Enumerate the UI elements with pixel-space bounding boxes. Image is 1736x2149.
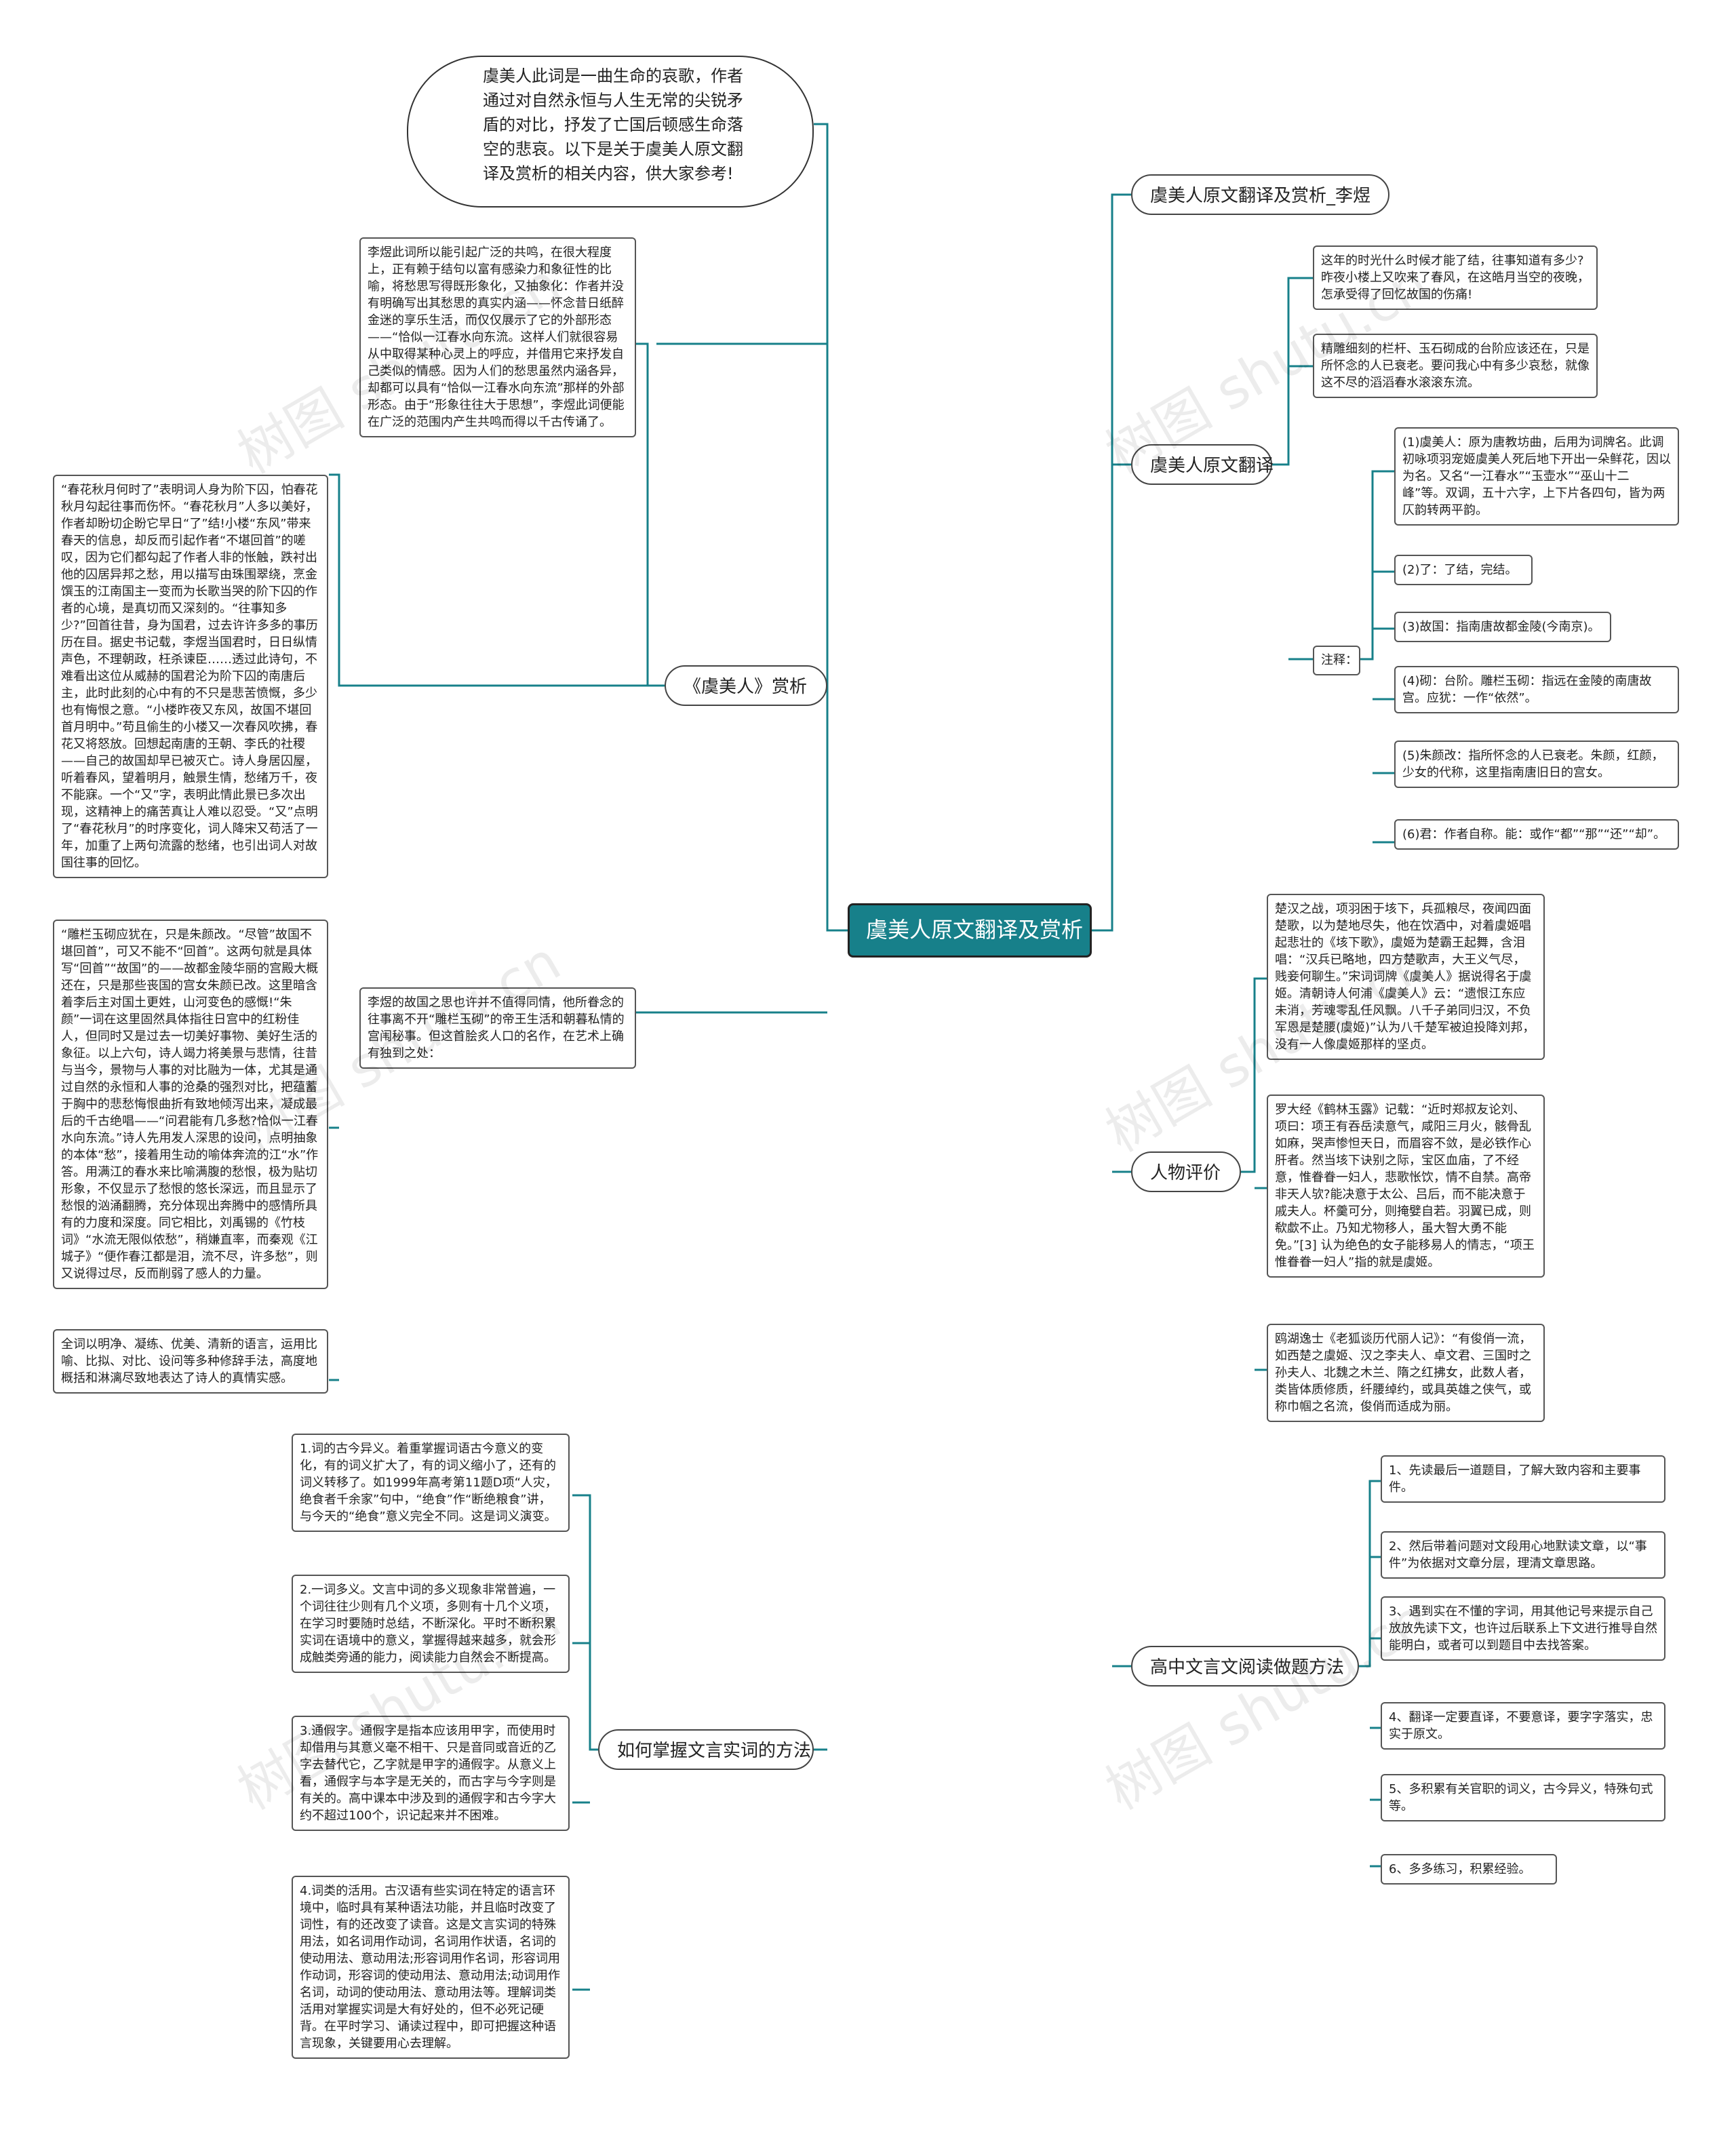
intro-bubble: 虞美人此词是一曲生命的哀歌，作者通过对自然永恒与人生无常的尖锐矛盾的对比，抒发了…	[407, 56, 814, 208]
note-item: (2)了：了结，完结。	[1394, 555, 1533, 585]
note-item: (4)砌：台阶。雕栏玉砌：指远在金陵的南唐故宫。应犹：一作“依然”。	[1394, 666, 1679, 713]
method-item: 4、翻译一定要直译，不要意译，要字字落实，忠实于原文。	[1381, 1702, 1665, 1750]
appreciation-item: “雕栏玉砌应犹在，只是朱颜改。“尽管”故国不堪回首”，可又不能不“回首”。这两句…	[53, 920, 328, 1289]
content-word-item: 1.词的古今异义。着重掌握词语古今意义的变化，有的词义扩大了，有的词义缩小了，还…	[292, 1434, 570, 1532]
note-item: (3)故国：指南唐故都金陵(今南京)。	[1394, 612, 1611, 642]
note-item: (6)君：作者自称。能：或作“都”“那”“还”“却”。	[1394, 819, 1679, 850]
content-word-item: 2.一词多义。文言中词的多义现象非常普遍，一个词往往少则有几个义项，多则有十几个…	[292, 1575, 570, 1673]
branch-character-review[interactable]: 人物评价	[1131, 1151, 1241, 1192]
nostalgia-text: 李煜的故国之思也许并不值得同情，他所眷念的往事离不开“雕栏玉砌”的帝王生活和朝暮…	[359, 987, 636, 1069]
content-word-item: 4.词类的活用。古汉语有些实词在特定的语言环境中，临时具有某种语法功能，并且临时…	[292, 1876, 570, 2059]
branch-title-li-yu[interactable]: 虞美人原文翻译及赏析_李煜	[1131, 174, 1390, 215]
notes-label[interactable]: 注释：	[1313, 646, 1360, 675]
review-item: 楚汉之战，项羽困于垓下，兵孤粮尽，夜闻四面楚歌，以为楚地尽失，他在饮酒中，对着虞…	[1267, 894, 1545, 1060]
note-item: (5)朱颜改：指所怀念的人已衰老。朱颜，红颜，少女的代称，这里指南唐旧日的宫女。	[1394, 741, 1679, 788]
root-node[interactable]: 虞美人原文翻译及赏析	[848, 903, 1092, 958]
method-item: 1、先读最后一道题目，了解大致内容和主要事件。	[1381, 1455, 1665, 1503]
branch-content-words[interactable]: 如何掌握文言实词的方法	[598, 1729, 814, 1770]
appreciation-item: 全词以明净、凝练、优美、清新的语言，运用比喻、比拟、对比、设问等多种修辞手法，高…	[53, 1329, 328, 1394]
note-item: (1)虞美人：原为唐教坊曲，后用为词牌名。此调初咏项羽宠姬虞美人死后地下开出一朵…	[1394, 427, 1679, 526]
appreciation-item: “春花秋月何时了”表明词人身为阶下囚，怕春花秋月勾起往事而伤怀。“春花秋月”人多…	[53, 475, 328, 878]
method-item: 6、多多练习，积累经验。	[1381, 1854, 1557, 1885]
review-item: 鸥湖逸士《老狐谈历代丽人记》：“有俊俏一流，如西楚之虞姬、汉之李夫人、卓文君、三…	[1267, 1324, 1545, 1422]
branch-translation[interactable]: 虞美人原文翻译	[1131, 444, 1274, 485]
method-item: 5、多积累有关官职的词义，古今异义，特殊句式等。	[1381, 1774, 1665, 1821]
branch-reading-methods[interactable]: 高中文言文阅读做题方法	[1131, 1646, 1359, 1687]
review-item: 罗大经《鹤林玉露》记载：“近时郑叔友论刘、项曰：项王有吞岳渎意气，咸阳三月火，骸…	[1267, 1095, 1545, 1278]
method-item: 2、然后带着问题对文段用心地默读文章，以“事件”为依据对文章分层，理清文章思路。	[1381, 1531, 1665, 1579]
resonance-text: 李煜此词所以能引起广泛的共鸣，在很大程度上，正有赖于结句以富有感染力和象征性的比…	[359, 237, 636, 437]
content-word-item: 3.通假字。通假字是指本应该用甲字，而使用时却借用与其意义毫不相干、只是音同或音…	[292, 1716, 570, 1831]
branch-appreciation[interactable]: 《虞美人》赏析	[665, 665, 827, 706]
translation-text-2: 精雕细刻的栏杆、玉石砌成的台阶应该还在，只是所怀念的人已衰老。要问我心中有多少哀…	[1313, 334, 1598, 398]
translation-text-1: 这年的时光什么时候才能了结，往事知道有多少?昨夜小楼上又吹来了春风，在这皓月当空…	[1313, 245, 1598, 310]
method-item: 3、遇到实在不懂的字词，用其他记号来提示自己放放先读下文，也许过后联系上下文进行…	[1381, 1596, 1665, 1661]
